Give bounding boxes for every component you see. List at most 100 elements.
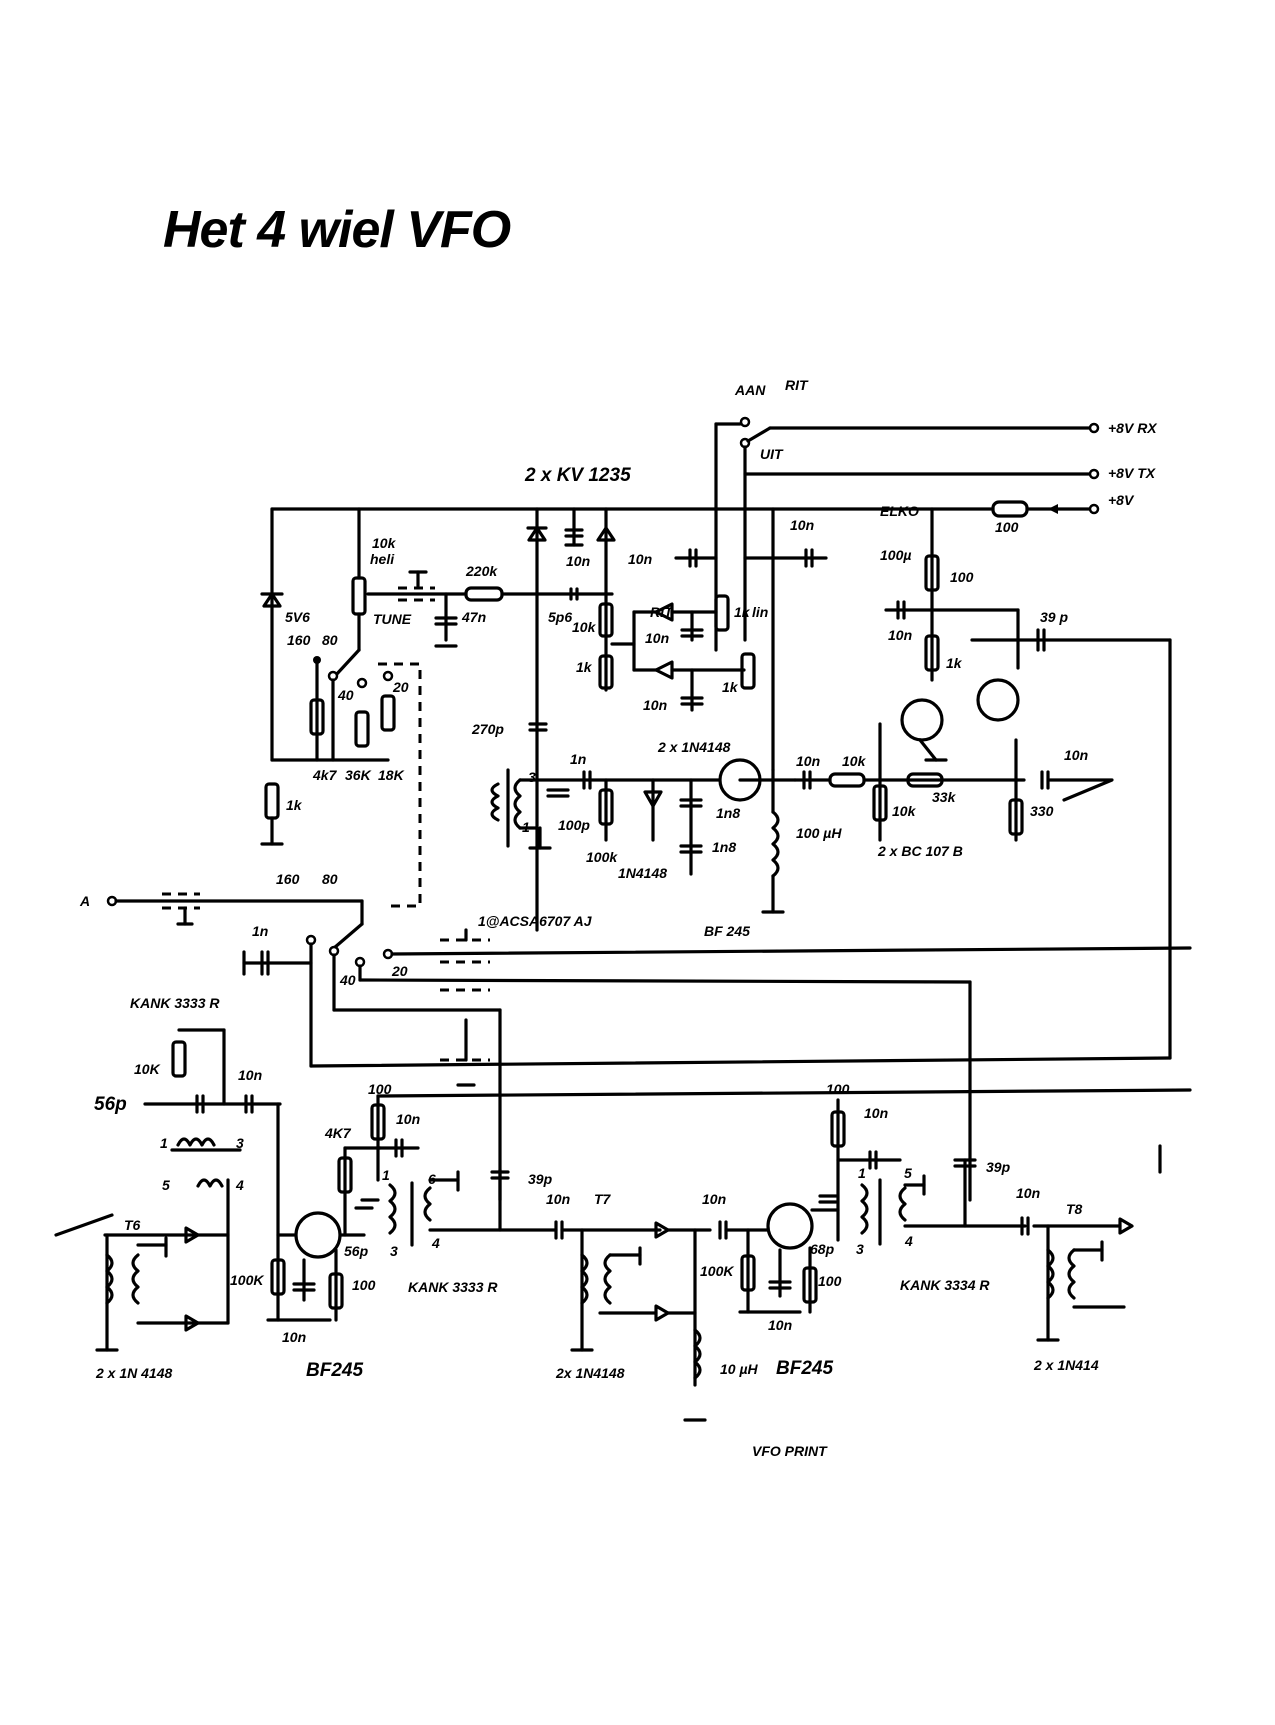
resistor-4k7-mixer1 xyxy=(337,1156,353,1194)
label-c-10n-top: 10n xyxy=(566,553,590,569)
label-c-1n8-a: 1n8 xyxy=(716,805,740,821)
label-mixer1-c-56p: 56p xyxy=(94,1094,127,1115)
label-vfo-print: VFO PRINT xyxy=(752,1443,828,1459)
label-r-100k: 100k xyxy=(586,849,618,865)
label-switch-80: 80 xyxy=(322,871,338,887)
diode-icon xyxy=(1118,1217,1134,1235)
label-buf-c-39p: 39 p xyxy=(1040,609,1068,625)
label-mixer1-pin1: 1 xyxy=(160,1135,168,1151)
diode-icon xyxy=(184,1226,200,1244)
label-mixer1-c-10n-dec: 10n xyxy=(396,1111,420,1127)
fet-bf245-mixer2 xyxy=(766,1202,814,1250)
label-switch-c-1n: 1n xyxy=(252,923,268,939)
label-mixer2-r-100-top: 100 xyxy=(826,1081,850,1097)
diode-icon xyxy=(654,1304,670,1322)
choke-100uh-icon xyxy=(771,810,780,878)
mixer2-section: 39p 10n T7 2x 1N4148 100K 10 µH BF245 10… xyxy=(490,1081,1027,1422)
label-mixer2-c-68p: 68p xyxy=(810,1241,835,1257)
label-buf-c-10n-in: 10n xyxy=(796,753,820,769)
diode-icon xyxy=(654,1221,670,1239)
label-mixer2-diodes: 2x 1N4148 xyxy=(555,1365,625,1381)
label-mixer2-r-100k: 100K xyxy=(700,1263,734,1279)
resistor-1k-base xyxy=(264,782,280,820)
label-output-diodes: 2 x 1N414 xyxy=(1033,1357,1099,1373)
label-buf-r-100: 100 xyxy=(950,569,974,585)
resistor-100-top-mixer2 xyxy=(830,1110,846,1148)
arrow-icon xyxy=(1048,504,1058,514)
resistor-100k-mixer2 xyxy=(740,1254,756,1292)
label-rit-pot-lin: lin xyxy=(752,604,768,620)
label-mixer1-tank-pin3: 3 xyxy=(390,1243,398,1259)
oscillator-section: 3 1 100p 1n 100k 1N4148 1n8 1n8 100 µH B… xyxy=(490,751,842,939)
fet-bf245-mixer1 xyxy=(294,1211,342,1259)
label-mixer2-c-10n-dec: 10n xyxy=(864,1105,888,1121)
rit-section: RIT 1k lin 1k 10n 10n 10n 10n 2 x 1N4148 xyxy=(610,507,828,772)
label-r-100-supply: 100 xyxy=(995,519,1019,535)
label-rit-diodes: 2 x 1N4148 xyxy=(657,739,731,755)
label-buf-r-330: 330 xyxy=(1030,803,1054,819)
label-mixer1-c-10n: 10n xyxy=(238,1067,262,1083)
label-mixer1-r-4k7: 4K7 xyxy=(324,1125,352,1141)
label-mixer1-pin4-out: 4 xyxy=(431,1235,440,1251)
label-mixer2-pin1: 1 xyxy=(858,1165,866,1181)
label-mixer2-fet: BF245 xyxy=(776,1358,833,1379)
transistor-bc107-b xyxy=(976,678,1020,722)
label-mixer1-r-10k: 10K xyxy=(134,1061,161,1077)
label-8v: +8V xyxy=(1108,492,1135,508)
label-mixer1-pin3: 3 xyxy=(236,1135,244,1151)
label-buf-r-10k-in: 10k xyxy=(842,753,867,769)
label-r-1k-base: 1k xyxy=(286,797,303,813)
mixer1-coil-icon xyxy=(176,1137,216,1147)
tuning-section: 5V6 10k heli TUNE 47n 220k 2 x KV 1235 2… xyxy=(260,465,631,932)
resistor-33k xyxy=(906,772,944,788)
label-mixer1-c-10n-src: 10n xyxy=(282,1329,306,1345)
label-relay: 1@ACSA6707 AJ xyxy=(478,913,593,929)
mixer1-section: KANK 3333 R 10K 56p 10n 1 3 5 4 T6 100K … xyxy=(54,995,1192,1381)
resistor-330 xyxy=(1008,798,1024,836)
label-r-36k: 36K xyxy=(345,767,372,783)
resistor-18k xyxy=(380,694,396,732)
label-c-47n: 47n xyxy=(461,609,486,625)
label-osc-pin1: 1 xyxy=(522,819,530,835)
band-switch-lever xyxy=(333,648,361,678)
label-8v-rx: +8V RX xyxy=(1108,420,1158,436)
rit-switch-lever xyxy=(746,426,772,443)
label-mixer2-r-100-src: 100 xyxy=(818,1273,842,1289)
relay-contacts xyxy=(440,928,490,1087)
label-band-80: 80 xyxy=(322,632,338,648)
label-r-220k: 220k xyxy=(465,563,498,579)
label-mixer1-tank-pin1: 1 xyxy=(382,1167,390,1183)
label-choke-100uh: 100 µH xyxy=(796,825,842,841)
label-aan: AAN xyxy=(734,382,766,398)
label-buf-c-10n-out: 10n xyxy=(1064,747,1088,763)
label-mixer2-c-39p: 39p xyxy=(528,1171,553,1187)
label-rit-c-10n-b: 10n xyxy=(643,697,667,713)
label-osc-pin3: 3 xyxy=(528,769,536,785)
label-c-270p: 270p xyxy=(471,721,504,737)
terminal-8v-rx xyxy=(1088,422,1100,434)
label-trim-pot-1k: 1k xyxy=(722,679,739,695)
label-mixer1-diodes: 2 x 1N 4148 xyxy=(95,1365,172,1381)
resistor-36k xyxy=(354,710,370,748)
diode-icon xyxy=(654,660,674,680)
rit-pot-1k xyxy=(714,594,730,632)
label-mixer2-pin5: 5 xyxy=(904,1165,912,1181)
label-rit: RIT xyxy=(650,604,674,620)
label-mixer1-r-100k: 100K xyxy=(230,1272,264,1288)
label-r-4k7: 4k7 xyxy=(312,767,338,783)
label-rit-pot-1k: 1k xyxy=(734,604,751,620)
label-band-40: 40 xyxy=(337,687,354,703)
input-arrow-icon xyxy=(54,1213,114,1237)
label-buf-r-1k: 1k xyxy=(946,655,963,671)
terminal-8v xyxy=(1088,503,1100,515)
label-osc-fet: BF 245 xyxy=(704,923,750,939)
transistor-bc107-a xyxy=(900,698,944,742)
label-varicap: 2 x KV 1235 xyxy=(524,465,631,486)
label-8v-tx: +8V TX xyxy=(1108,465,1157,481)
label-elko-value: 100µ xyxy=(880,547,911,563)
label-mixer1-c-56p-tank: 56p xyxy=(344,1243,369,1259)
resistor-100-top-mixer1 xyxy=(370,1103,386,1141)
label-rit-switch: RIT xyxy=(785,377,809,393)
label-r-1k-div: 1k xyxy=(576,659,593,675)
